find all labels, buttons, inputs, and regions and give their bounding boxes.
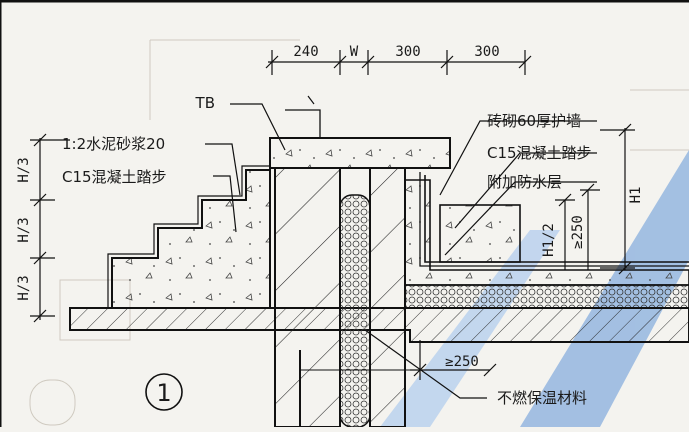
dim-top-300a: 300: [395, 44, 420, 60]
coping-slab: [269, 95, 451, 169]
label-insulation: 不燃保温材料: [497, 389, 587, 407]
dim-right-h1-half: H1/2: [541, 223, 557, 257]
leader-lines: [205, 103, 597, 399]
label-mortar: 1:2水泥砂浆20: [62, 135, 165, 153]
detail-number: 1: [156, 379, 171, 407]
top-dimension-chain: [265, 50, 532, 75]
dim-left-h3-top: H/3: [16, 157, 32, 182]
label-brick-wall: 砖砌60厚护墙: [487, 112, 581, 130]
roof-buildup: [404, 172, 689, 309]
main-wall: [274, 167, 410, 428]
dim-left-h3-mid: H/3: [16, 217, 32, 242]
left-dimension-chain: [30, 133, 70, 323]
dim-top-w: W: [350, 44, 359, 60]
dim-right-h1: H1: [628, 187, 644, 204]
dim-bottom-250: ≥250: [445, 354, 479, 370]
label-waterproof: 附加防水层: [487, 173, 562, 191]
label-c15-left: C15混凝土踏步: [62, 168, 167, 186]
label-tb: TB: [195, 94, 215, 112]
dim-left-h3-bottom: H/3: [16, 275, 32, 300]
right-dimension-chain: [555, 123, 635, 275]
dim-top-240: 240: [293, 44, 318, 60]
dim-top-300b: 300: [474, 44, 499, 60]
dim-right-250: ≥250: [570, 215, 586, 249]
detail-marker: 1: [145, 373, 183, 411]
left-stair: [107, 165, 271, 309]
label-c15-right: C15混凝土踏步: [487, 144, 592, 162]
